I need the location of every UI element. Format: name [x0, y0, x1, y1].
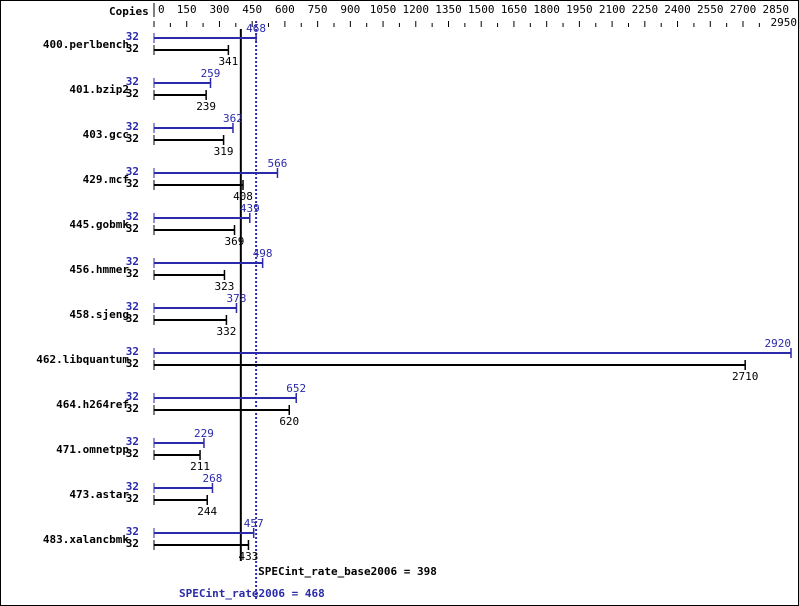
- tick-label: 2250: [632, 3, 659, 16]
- base-value-label: 211: [190, 460, 210, 473]
- tick-label: 600: [275, 3, 295, 16]
- tick-label: 450: [242, 3, 262, 16]
- copies-label: 32: [126, 390, 139, 403]
- tick-label: 1050: [370, 3, 397, 16]
- benchmark-label: 483.xalancbmk: [43, 533, 129, 546]
- peak-value-label: 378: [227, 292, 247, 305]
- tick-label: 300: [210, 3, 230, 16]
- base-value-label: 341: [218, 55, 238, 68]
- peak-value-label: 652: [286, 382, 306, 395]
- tick-label: 1650: [501, 3, 528, 16]
- copies-label: 32: [126, 87, 139, 100]
- copies-label: 32: [126, 120, 139, 133]
- benchmark-label: 473.astar: [69, 488, 129, 501]
- copies-label: 32: [126, 435, 139, 448]
- copies-label: 32: [126, 177, 139, 190]
- base-value-label: 244: [197, 505, 217, 518]
- tick-label: 1800: [533, 3, 560, 16]
- tick-label: 0: [158, 3, 165, 16]
- peak-value-label: 439: [240, 202, 260, 215]
- peak-summary: SPECint_rate2006 = 468: [179, 587, 325, 600]
- base-value-label: 433: [239, 550, 259, 563]
- copies-label: 32: [126, 132, 139, 145]
- copies-label: 32: [126, 222, 139, 235]
- benchmark-label: 471.omnetpp: [56, 443, 129, 456]
- copies-label: 32: [126, 312, 139, 325]
- base-value-label: 319: [214, 145, 234, 158]
- benchmark-label: 464.h264ref: [56, 398, 129, 411]
- benchmark-label: 462.libquantum: [36, 353, 129, 366]
- benchmark-label: 445.gobmk: [69, 218, 129, 231]
- base-value-label: 369: [225, 235, 245, 248]
- peak-value-label: 2920: [765, 337, 792, 350]
- peak-value-label: 457: [244, 517, 264, 530]
- base-value-label: 332: [216, 325, 236, 338]
- base-value-label: 620: [279, 415, 299, 428]
- copies-label: 32: [126, 402, 139, 415]
- copies-label: 32: [126, 255, 139, 268]
- copies-label: 32: [126, 210, 139, 223]
- peak-value-label: 498: [253, 247, 273, 260]
- benchmark-label: 400.perlbench: [43, 38, 129, 51]
- tick-label: 1200: [403, 3, 430, 16]
- tick-label: 2400: [664, 3, 691, 16]
- copies-label: 32: [126, 75, 139, 88]
- copies-label: 32: [126, 42, 139, 55]
- tick-label: 2550: [697, 3, 724, 16]
- base-value-label: 323: [215, 280, 235, 293]
- tick-label: 900: [340, 3, 360, 16]
- benchmark-label: 456.hmmer: [69, 263, 129, 276]
- copies-label: 32: [126, 525, 139, 538]
- benchmark-label: 429.mcf: [83, 173, 129, 186]
- base-value-label: 239: [196, 100, 216, 113]
- tick-label: 1950: [566, 3, 593, 16]
- benchmark-label: 458.sjeng: [69, 308, 129, 321]
- base-summary: SPECint_rate_base2006 = 398: [258, 565, 437, 578]
- peak-value-label: 566: [268, 157, 288, 170]
- copies-label: 32: [126, 345, 139, 358]
- copies-label: 32: [126, 267, 139, 280]
- base-value-label: 2710: [732, 370, 759, 383]
- peak-value-label: 468: [246, 22, 266, 35]
- tick-label: 150: [177, 3, 197, 16]
- peak-value-label: 268: [203, 472, 223, 485]
- copies-label: 32: [126, 300, 139, 313]
- copies-label: 32: [126, 492, 139, 505]
- benchmark-label: 403.gcc: [83, 128, 129, 141]
- peak-value-label: 362: [223, 112, 243, 125]
- tick-label: 1500: [468, 3, 495, 16]
- tick-label: 2100: [599, 3, 626, 16]
- tick-label: 2850: [762, 3, 789, 16]
- copies-label: 32: [126, 480, 139, 493]
- copies-label: 32: [126, 537, 139, 550]
- axis-label: Copies: [109, 5, 149, 18]
- tick-label: 750: [308, 3, 328, 16]
- tick-label: 1350: [435, 3, 462, 16]
- copies-label: 32: [126, 30, 139, 43]
- copies-label: 32: [126, 357, 139, 370]
- benchmark-label: 401.bzip2: [69, 83, 129, 96]
- copies-label: 32: [126, 447, 139, 460]
- tick-label: 2950: [771, 16, 798, 29]
- copies-label: 32: [126, 165, 139, 178]
- base-value-label: 408: [233, 190, 253, 203]
- peak-value-label: 259: [201, 67, 221, 80]
- tick-label: 2700: [730, 3, 757, 16]
- peak-value-label: 229: [194, 427, 214, 440]
